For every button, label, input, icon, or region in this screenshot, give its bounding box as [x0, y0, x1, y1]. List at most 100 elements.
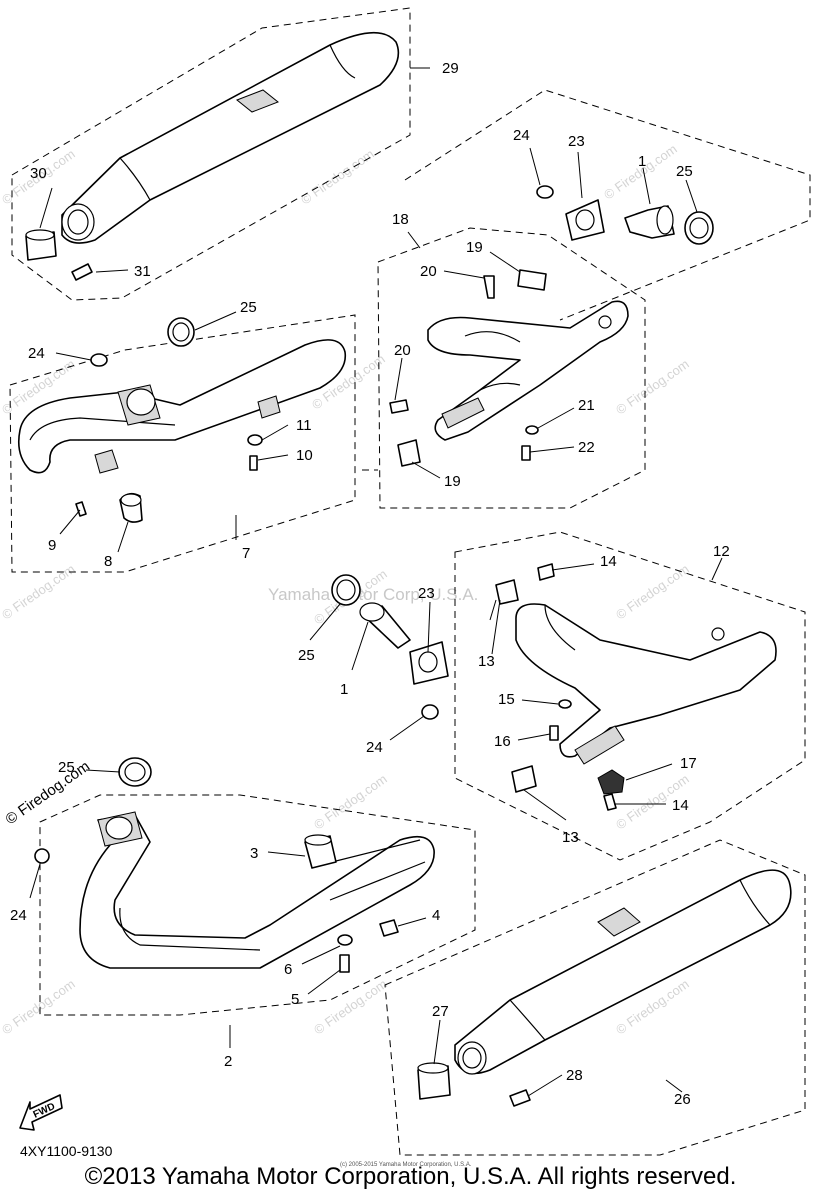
sleeve-13-upper: [495, 579, 519, 605]
group-outlines: [9, 7, 811, 1156]
parts: FWD: [17, 31, 792, 1131]
group-26-outline: [384, 839, 806, 1156]
callout-31: 31: [134, 263, 151, 280]
gasket-25-left: [167, 317, 195, 347]
callout-19: 19: [444, 473, 461, 490]
callout-17: 17: [680, 755, 697, 772]
callout-14: 14: [600, 553, 617, 570]
exhaust-pipe-7: [17, 339, 347, 474]
gasket-25-upper: [684, 211, 714, 245]
callout-14: 14: [672, 797, 689, 814]
sleeve-13-lower: [511, 765, 537, 793]
callout-23: 23: [418, 585, 435, 602]
sleeve-27: [417, 1062, 451, 1100]
callout-20: 20: [420, 263, 437, 280]
muffler-26: [454, 869, 792, 1075]
bolt-5: [339, 954, 350, 973]
exhaust-pipe-18: [427, 300, 629, 441]
callout-24: 24: [28, 345, 45, 362]
damper-17: [597, 769, 625, 795]
bolt-31: [71, 263, 93, 281]
watermark: © Firedog.com: [613, 356, 692, 417]
callout-24: 24: [513, 127, 530, 144]
stud-1-upper: [624, 205, 675, 239]
group-upper-right-outline: [404, 89, 811, 321]
callout-8: 8: [104, 553, 112, 570]
gasket-24-middle: [421, 704, 439, 720]
gasket-24-left: [90, 353, 108, 367]
watermark-brand-dark: © Firedog.com: [3, 758, 94, 828]
exhaust-pipe-12: [515, 603, 777, 765]
callout-25: 25: [240, 299, 257, 316]
callout-25: 25: [676, 163, 693, 180]
callout-30: 30: [30, 165, 47, 182]
callout-3: 3: [250, 845, 258, 862]
callout-19: 19: [466, 239, 483, 256]
bolt-14-lower: [603, 793, 617, 811]
callout-29: 29: [442, 60, 459, 77]
callout-9: 9: [48, 537, 56, 554]
callout-21: 21: [578, 397, 595, 414]
washer-21: [525, 425, 539, 435]
callout-25: 25: [298, 647, 315, 664]
watermark: © Firedog.com: [311, 771, 390, 832]
flange-23-middle: [409, 641, 449, 685]
fwd-arrow: FWD: [19, 1094, 63, 1131]
washer-6: [337, 934, 353, 946]
sleeve-30: [25, 229, 57, 261]
callout-27: 27: [432, 1003, 449, 1020]
washer-11: [247, 434, 263, 446]
callout-6: 6: [284, 961, 292, 978]
gasket-24-lower: [34, 848, 50, 864]
stud-1-middle: [359, 602, 411, 649]
callout-18: 18: [392, 211, 409, 228]
gasket-24-upper: [536, 185, 554, 199]
callout-10: 10: [296, 447, 313, 464]
group-18-outline: [377, 227, 646, 509]
watermark: © Firedog.com: [0, 976, 78, 1037]
callout-1: 1: [638, 153, 646, 170]
callout-7: 7: [242, 545, 250, 562]
watermark: © Firedog.com: [311, 976, 390, 1037]
callout-16: 16: [494, 733, 511, 750]
group-29-outline: [11, 7, 411, 301]
leader-lines: [29, 67, 723, 1097]
callout-11: 11: [296, 417, 312, 434]
callout-28: 28: [566, 1067, 583, 1084]
callout-5: 5: [291, 991, 299, 1008]
watermark: © Firedog.com: [613, 561, 692, 622]
callout-20: 20: [394, 342, 411, 359]
sleeve-19-lower: [397, 439, 421, 467]
washer-15: [558, 699, 572, 709]
bolt-4: [379, 919, 399, 937]
fwd-label: FWD: [32, 1101, 57, 1121]
watermark-owner: Yamaha Motor Corp, U.S.A.: [268, 585, 478, 604]
gasket-25-lower: [118, 757, 152, 787]
diagram-part-code: 4XY1100-9130: [20, 1143, 113, 1159]
exhaust-pipe-2: [79, 811, 435, 969]
callout-24: 24: [10, 907, 27, 924]
callout-1: 1: [340, 681, 348, 698]
callout-22: 22: [578, 439, 595, 456]
group-12-outline: [454, 531, 806, 861]
callout-24: 24: [366, 739, 383, 756]
group-7-outline: [9, 314, 356, 573]
callouts: 29 30 31 24 25 11 10 7 8 9 18 24 23 1 25…: [10, 60, 730, 1108]
fine-print: (c) 2005-2015 Yamaha Motor Corporation, …: [340, 1162, 472, 1168]
muffler-29: [61, 31, 400, 244]
bolt-28: [509, 1089, 531, 1107]
copyright-notice: ©2013 Yamaha Motor Corporation, U.S.A. A…: [84, 1163, 737, 1190]
callout-15: 15: [498, 691, 515, 708]
bolt-20-upper: [483, 275, 495, 299]
group-2-outline: [39, 794, 476, 1016]
flange-23-upper: [565, 199, 605, 241]
bolt-22: [521, 445, 531, 461]
watermark: © Firedog.com: [298, 146, 377, 207]
sleeve-19-upper: [517, 269, 547, 291]
bolt-14-upper: [537, 563, 555, 581]
bolt-20-lower: [389, 399, 409, 414]
callout-13: 13: [478, 653, 495, 670]
callout-26: 26: [674, 1091, 691, 1108]
bolt-16: [549, 725, 559, 741]
